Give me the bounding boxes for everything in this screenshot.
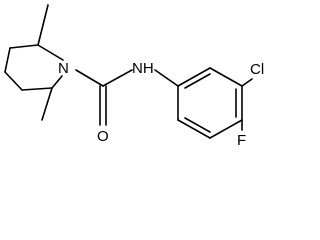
molecule-structure-diagram: N NH O Cl F xyxy=(4,4,264,149)
atom-label-nh: NH xyxy=(132,60,154,77)
atom-label-f: F xyxy=(237,132,246,149)
bond-c2-c3 xyxy=(9,44,39,49)
atom-label-o: O xyxy=(97,128,109,145)
methyl-bond-top xyxy=(37,4,49,46)
bond-c5-c6 xyxy=(21,87,53,91)
bond-c4-c5 xyxy=(4,71,23,91)
bond-n-carbonyl xyxy=(75,69,104,87)
bond-c3-c4 xyxy=(4,47,11,73)
piperidine-ring xyxy=(4,44,64,91)
carbonyl-double-bond xyxy=(99,85,107,126)
methyl-bond-bottom xyxy=(41,87,53,121)
benzene-ring xyxy=(177,67,243,139)
bond-carbonyl-nh xyxy=(102,69,133,87)
bond-ring-cl xyxy=(241,78,253,87)
bond-c6-n xyxy=(51,75,63,89)
atom-label-n: N xyxy=(58,60,69,77)
atom-label-cl: Cl xyxy=(250,61,264,78)
bond-nh-aryl xyxy=(154,69,179,87)
bond-n-c2 xyxy=(37,44,64,61)
